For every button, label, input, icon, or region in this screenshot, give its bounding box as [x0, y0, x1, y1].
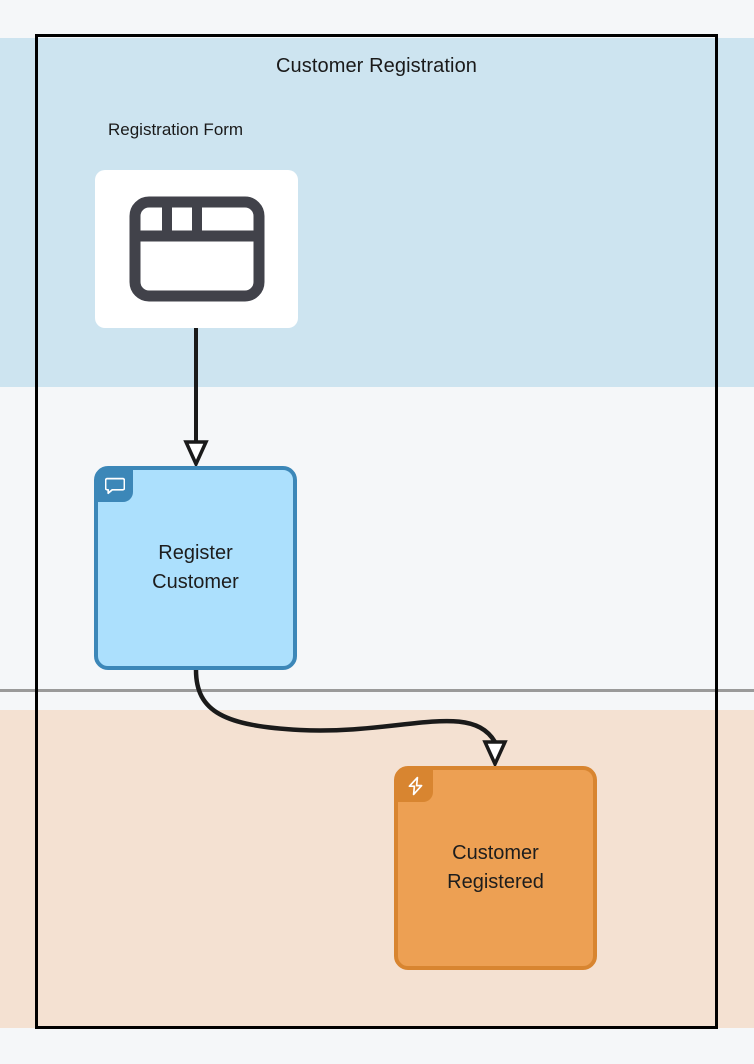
artifact-label-registration-form: Registration Form: [108, 120, 244, 139]
node-label-customer-registered: Customer Registered: [447, 842, 544, 893]
lane-band-bottom: [0, 710, 754, 1028]
node-customer-registered[interactable]: Customer Registered: [394, 766, 597, 970]
message-bubble-icon: [97, 469, 133, 502]
node-register-customer[interactable]: Register Customer: [94, 466, 297, 670]
node-label-register-customer: Register Customer: [152, 542, 239, 593]
pool-border: [35, 34, 718, 1029]
artifact-registration-form[interactable]: [95, 170, 298, 328]
lightning-bolt-icon: [397, 769, 433, 802]
pool-title: Customer Registration: [275, 55, 478, 77]
